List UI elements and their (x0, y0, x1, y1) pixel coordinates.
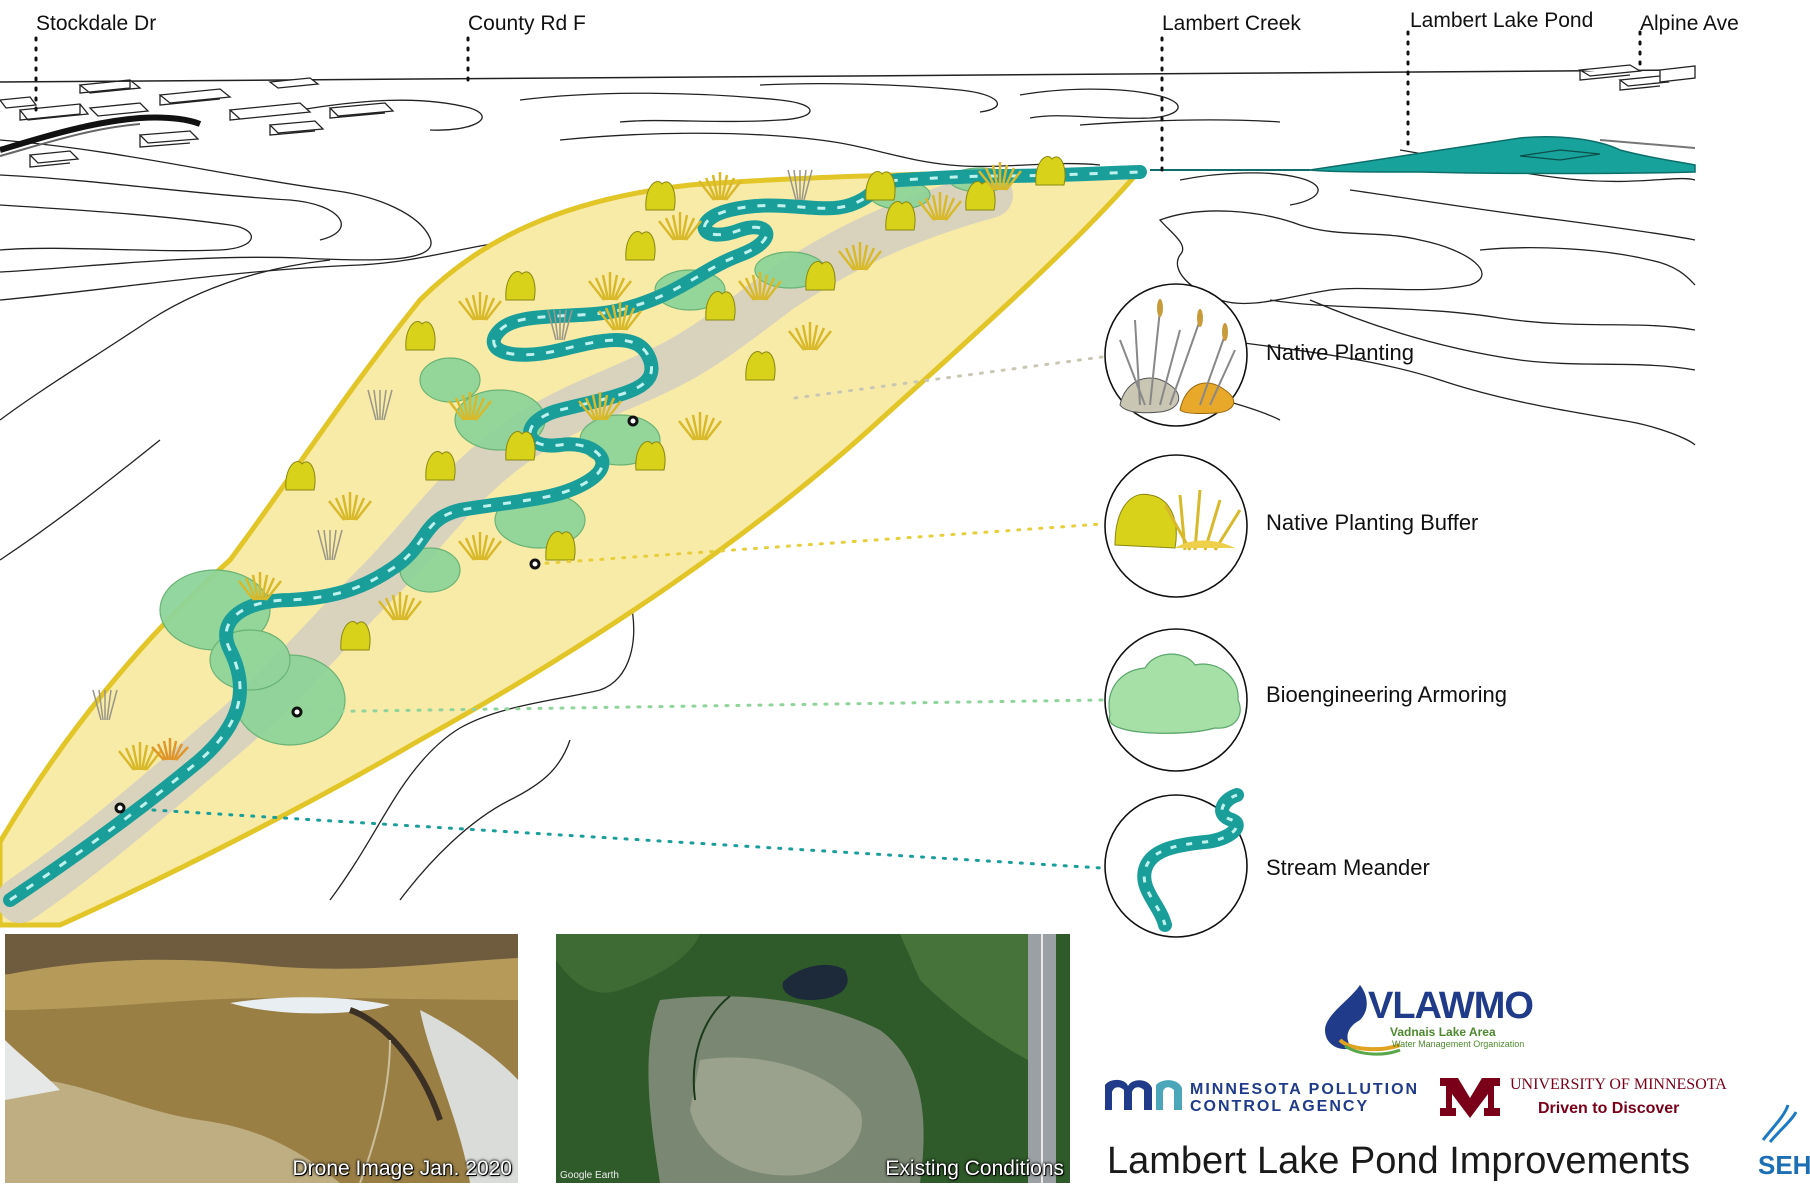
houses-left (0, 77, 395, 168)
drone-photo (5, 934, 518, 1184)
lambert-lake-pond (1309, 136, 1696, 175)
plant-symbol (545, 531, 576, 561)
label-lambert-lake-pond: Lambert Lake Pond (1410, 9, 1594, 32)
plant-symbol (505, 431, 536, 461)
vlawmo-logo-mark (1325, 985, 1401, 1056)
aerial-photo-caption: Existing Conditions (885, 1157, 1064, 1180)
plant-symbol (328, 492, 372, 521)
label-leader-lines (34, 30, 1642, 172)
plant-symbol (788, 322, 832, 351)
plant-symbol (317, 529, 343, 561)
label-alpine-ave: Alpine Ave (1640, 12, 1739, 35)
plant-symbol (787, 169, 813, 201)
plant-symbol (978, 162, 1022, 191)
horizon-line (0, 69, 1696, 83)
plant-symbol (405, 321, 436, 351)
plant-symbol (378, 592, 422, 621)
vlawmo-logo-line2: Water Management Organization (1392, 1039, 1525, 1049)
native-planting-buffer-icon (1114, 489, 1242, 551)
label-county-rd-f: County Rd F (468, 12, 586, 35)
stream-meander-icon (1137, 788, 1244, 932)
plant-symbol (578, 392, 622, 421)
plant-symbol (885, 201, 916, 231)
plant-symbol (588, 272, 632, 301)
plant-symbol (745, 351, 776, 381)
plant-symbol (458, 532, 502, 561)
plant-symbol (635, 441, 666, 471)
vlawmo-logo-name: VLAWMO (1368, 985, 1534, 1027)
plant-symbol (547, 309, 573, 341)
road-curve (0, 114, 202, 153)
plant-symbol (705, 291, 736, 321)
plant-symbol (738, 272, 782, 301)
plant-symbol (678, 412, 722, 441)
plant-symbol (965, 181, 996, 211)
seh-logo-text: SEH (1758, 1150, 1810, 1180)
mpca-logo-line1: MINNESOTA POLLUTION (1190, 1081, 1420, 1098)
plant-symbol (151, 738, 189, 761)
plant-symbol (658, 212, 702, 241)
plant-symbol (458, 292, 502, 321)
plant-symbol (645, 181, 676, 211)
label-lambert-creek: Lambert Creek (1162, 12, 1301, 35)
aerial-photo-frame: Google Earth Existing Conditions (556, 934, 1070, 1183)
plant-symbol (865, 171, 896, 201)
plant-symbol (598, 302, 642, 331)
page-title: Lambert Lake Pond Improvements (1107, 1140, 1690, 1182)
plant-symbol (625, 231, 656, 261)
plant-symbol (918, 192, 962, 221)
mpca-logo-mark-n (1156, 1080, 1182, 1110)
aerial-photo (556, 934, 1070, 1183)
plant-symbol (367, 389, 393, 421)
plant-symbol (805, 261, 836, 291)
planting-symbols (92, 156, 1066, 771)
plant-symbol (238, 572, 282, 601)
houses-right (1577, 64, 1696, 91)
umn-logo-line1: UNIVERSITY OF MINNESOTA (1510, 1076, 1727, 1093)
label-stockdale-dr: Stockdale Dr (36, 12, 157, 35)
plant-symbol (505, 271, 536, 301)
legend-label-native-planting: Native Planting (1266, 340, 1414, 365)
seh-logo-mark (1761, 1104, 1798, 1143)
vlawmo-logo-line1: Vadnais Lake Area (1390, 1025, 1496, 1039)
plant-symbol (448, 392, 492, 421)
mpca-logo-line2: CONTROL AGENCY (1190, 1098, 1370, 1115)
umn-logo-line2: Driven to Discover (1538, 1100, 1680, 1117)
drone-photo-caption: Drone Image Jan. 2020 (292, 1157, 512, 1180)
drone-photo-frame: Drone Image Jan. 2020 (5, 934, 518, 1183)
legend-label-bioengineering-armoring: Bioengineering Armoring (1266, 682, 1507, 707)
native-planting-icon (1119, 299, 1236, 415)
aerial-photo-credit: Google Earth (560, 1170, 619, 1181)
legend-label-stream-meander: Stream Meander (1266, 855, 1430, 880)
plant-symbol (425, 451, 456, 481)
plant-symbol (285, 461, 316, 491)
plant-symbol (1035, 156, 1066, 186)
plant-symbol (92, 689, 118, 721)
legend-leader-lines (118, 355, 1104, 870)
plant-symbol (838, 242, 882, 271)
plant-symbol (340, 621, 371, 651)
plant-symbol (698, 172, 742, 201)
legend-label-native-planting-buffer: Native Planting Buffer (1266, 510, 1479, 535)
leader-endpoints (114, 415, 639, 814)
umn-logo-mark (1440, 1078, 1500, 1118)
mpca-logo-mark (1105, 1079, 1152, 1110)
bioengineering-armoring-icon (1108, 653, 1241, 734)
